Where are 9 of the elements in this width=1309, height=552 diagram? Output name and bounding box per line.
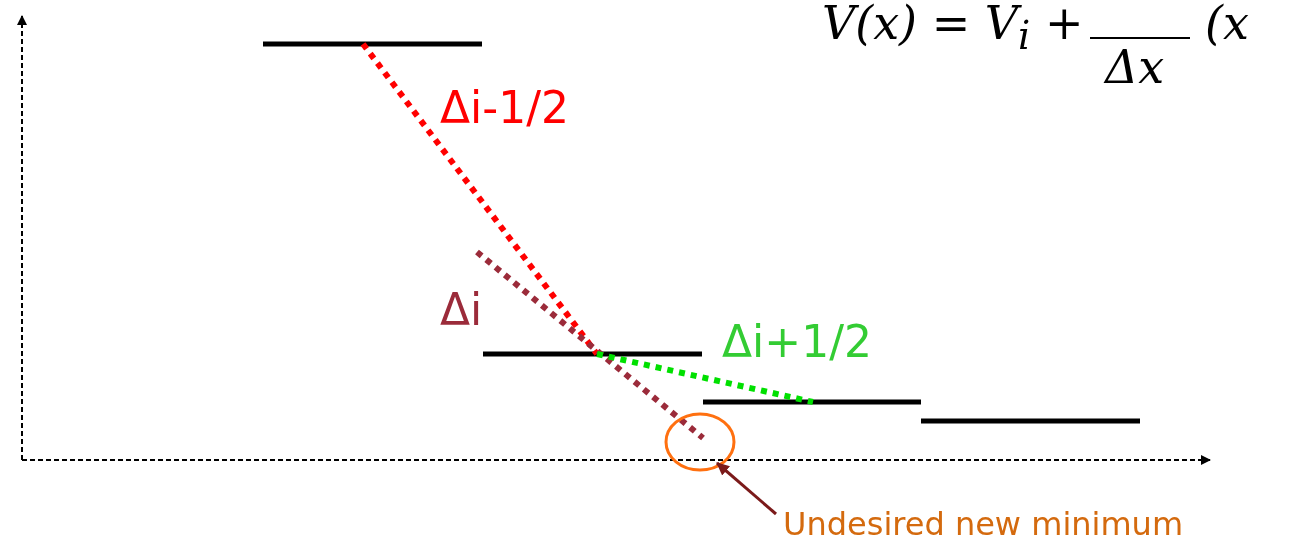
leader-arrow	[716, 461, 777, 516]
slope-label: Δi	[440, 288, 483, 332]
highlight-circle	[664, 412, 736, 472]
formula-text: Δx	[1105, 44, 1165, 90]
slope-label: Δi-1/2	[440, 86, 569, 130]
formula-text: (x	[1205, 0, 1249, 46]
slope-label: Δi+1/2	[722, 320, 872, 364]
formula-text: V(x) = V$_{i}$ +	[822, 0, 1084, 56]
annotation-text: Undesired new minimum	[783, 508, 1184, 540]
